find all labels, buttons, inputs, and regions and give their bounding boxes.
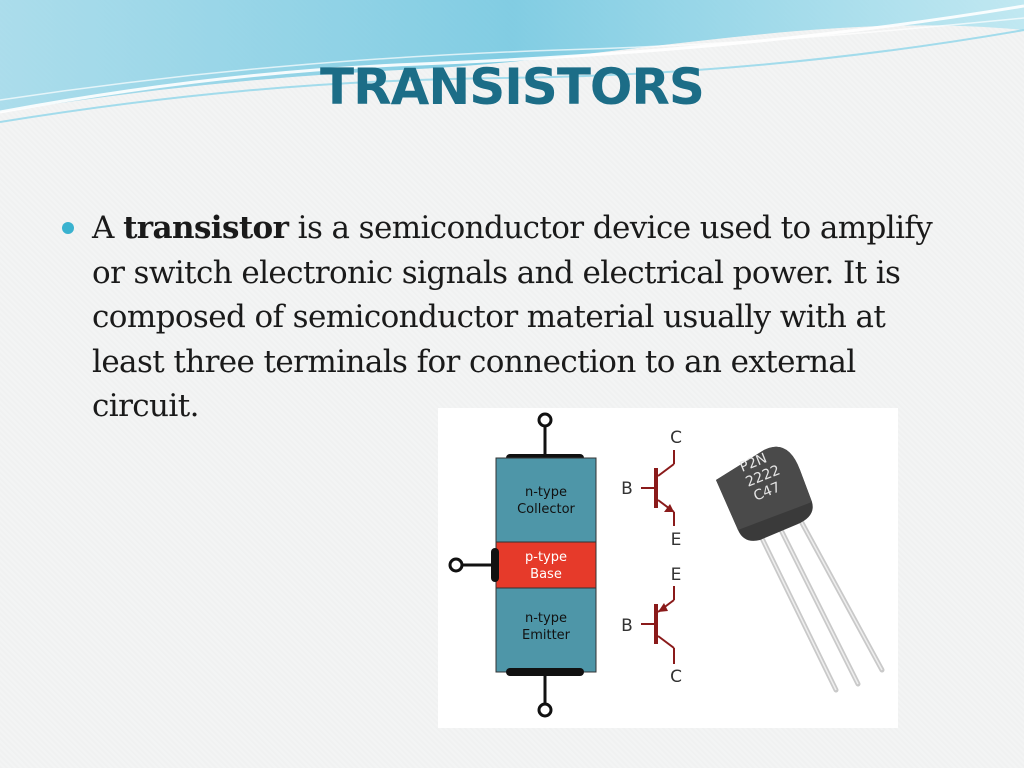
- bullet-icon: [62, 222, 74, 234]
- pnp-collector-label: C: [670, 667, 682, 687]
- npn-base-label: B: [621, 479, 633, 499]
- base-terminal-icon: [448, 557, 464, 573]
- pnp-symbol-icon: E B C: [621, 565, 682, 687]
- collector-name-label: Collector: [517, 502, 575, 517]
- slide-title: TRANSISTORS: [320, 58, 705, 116]
- collector-type-label: n-type: [525, 485, 567, 500]
- bullet-item: A transistor is a semiconductor device u…: [62, 206, 962, 429]
- npn-collector-label: C: [670, 428, 682, 448]
- base-type-label: p-type: [525, 550, 567, 565]
- base-name-label: Base: [530, 567, 562, 582]
- bullet-body: is a semiconductor device used to amplif…: [92, 210, 933, 424]
- npn-layer-diagram: n-type Collector p-type Base n-type Emit…: [448, 412, 597, 718]
- emitter-type-label: n-type: [525, 611, 567, 626]
- transistor-figure: n-type Collector p-type Base n-type Emit…: [438, 408, 898, 728]
- collector-layer: [495, 457, 597, 543]
- emitter-terminal-icon: [537, 702, 553, 718]
- emitter-name-label: Emitter: [522, 628, 571, 643]
- bullet-text: A transistor is a semiconductor device u…: [92, 206, 962, 429]
- pnp-emitter-label: E: [671, 565, 682, 585]
- pnp-base-label: B: [621, 616, 633, 636]
- bullet-prefix: A: [92, 210, 114, 246]
- npn-symbol-icon: C B E: [621, 428, 682, 550]
- header-wave-decoration: [0, 0, 1024, 123]
- npn-emitter-label: E: [671, 530, 682, 550]
- bullet-keyword: transistor: [123, 210, 289, 246]
- collector-terminal-icon: [537, 412, 553, 428]
- to92-transistor-photo: P2N 2222 C47: [716, 446, 885, 693]
- transistor-illustration: n-type Collector p-type Base n-type Emit…: [448, 412, 885, 718]
